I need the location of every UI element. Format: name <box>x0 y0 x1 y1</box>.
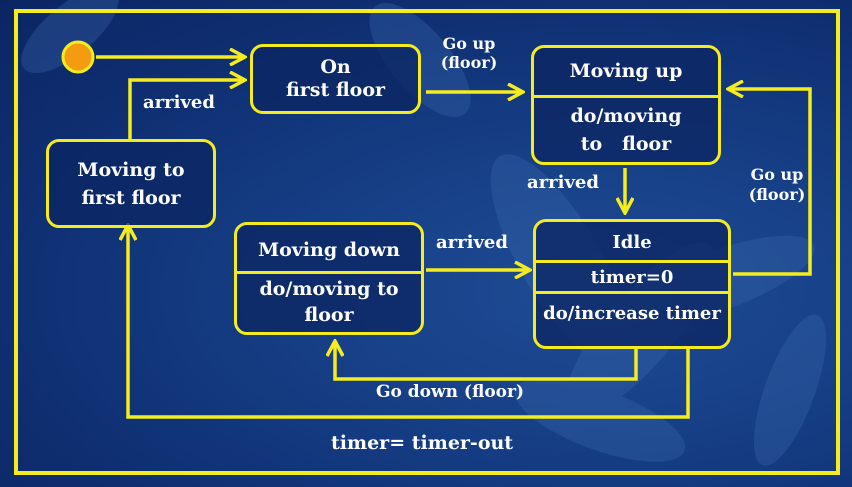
label-go-up-line1: Go up <box>442 34 496 53</box>
label-go-up-on-first-floor: Go up (floor) <box>436 34 502 72</box>
label-go-up-idle-line2: (floor) <box>748 185 806 204</box>
state-on-first-floor-name-line1: On <box>320 56 351 78</box>
state-moving-up: Moving up do/moving to floor <box>531 45 721 165</box>
state-moving-down-name: Moving down <box>258 239 400 261</box>
state-moving-up-activity: do/moving to floor <box>534 95 718 158</box>
state-idle: Idle timer=0 do/increase timer <box>533 219 731 349</box>
state-moving-up-activity-line1: do/moving <box>570 105 682 127</box>
label-arrived-moving-up: arrived <box>527 172 599 193</box>
state-moving-down: Moving down do/moving to floor <box>234 222 424 335</box>
edge-idle-to-moving-up <box>729 89 812 276</box>
label-timer-out: timer= timer-out <box>331 432 514 454</box>
state-moving-up-name: Moving up <box>569 60 683 82</box>
diagram-frame <box>14 9 840 475</box>
edge-idle-timeout-to-moving-to-first <box>128 226 690 419</box>
label-arrived-moving-to-first: arrived <box>143 92 215 113</box>
state-on-first-floor-name-line2: first floor <box>285 79 386 101</box>
state-moving-down-activity-line1: do/moving to <box>259 278 399 300</box>
state-idle-variable: timer=0 <box>536 260 728 291</box>
label-go-up-idle: Go up (floor) <box>745 165 809 205</box>
label-go-up-idle-line1: Go up <box>750 165 804 184</box>
state-moving-to-first-floor-name-line2: first floor <box>81 187 181 209</box>
state-moving-down-activity-line2: floor <box>304 304 354 326</box>
state-idle-activity: do/increase timer <box>536 291 728 334</box>
state-on-first-floor: On first floor <box>250 44 421 114</box>
state-moving-up-activity-line2: to floor <box>580 133 672 155</box>
state-moving-to-first-floor-name-line1: Moving to <box>77 159 185 181</box>
label-arrived-moving-down: arrived <box>436 232 508 253</box>
state-moving-to-first-floor: Moving to first floor <box>46 139 216 228</box>
state-moving-down-activity: do/moving to floor <box>237 271 421 328</box>
edge-idle-to-moving-down <box>335 342 638 381</box>
label-go-up-line2: (floor) <box>440 53 498 72</box>
initial-state-dot <box>61 40 95 74</box>
label-go-down: Go down (floor) <box>376 382 524 402</box>
state-idle-name: Idle <box>612 232 652 253</box>
edge-moving-to-first-to-on-first-floor <box>128 80 244 140</box>
